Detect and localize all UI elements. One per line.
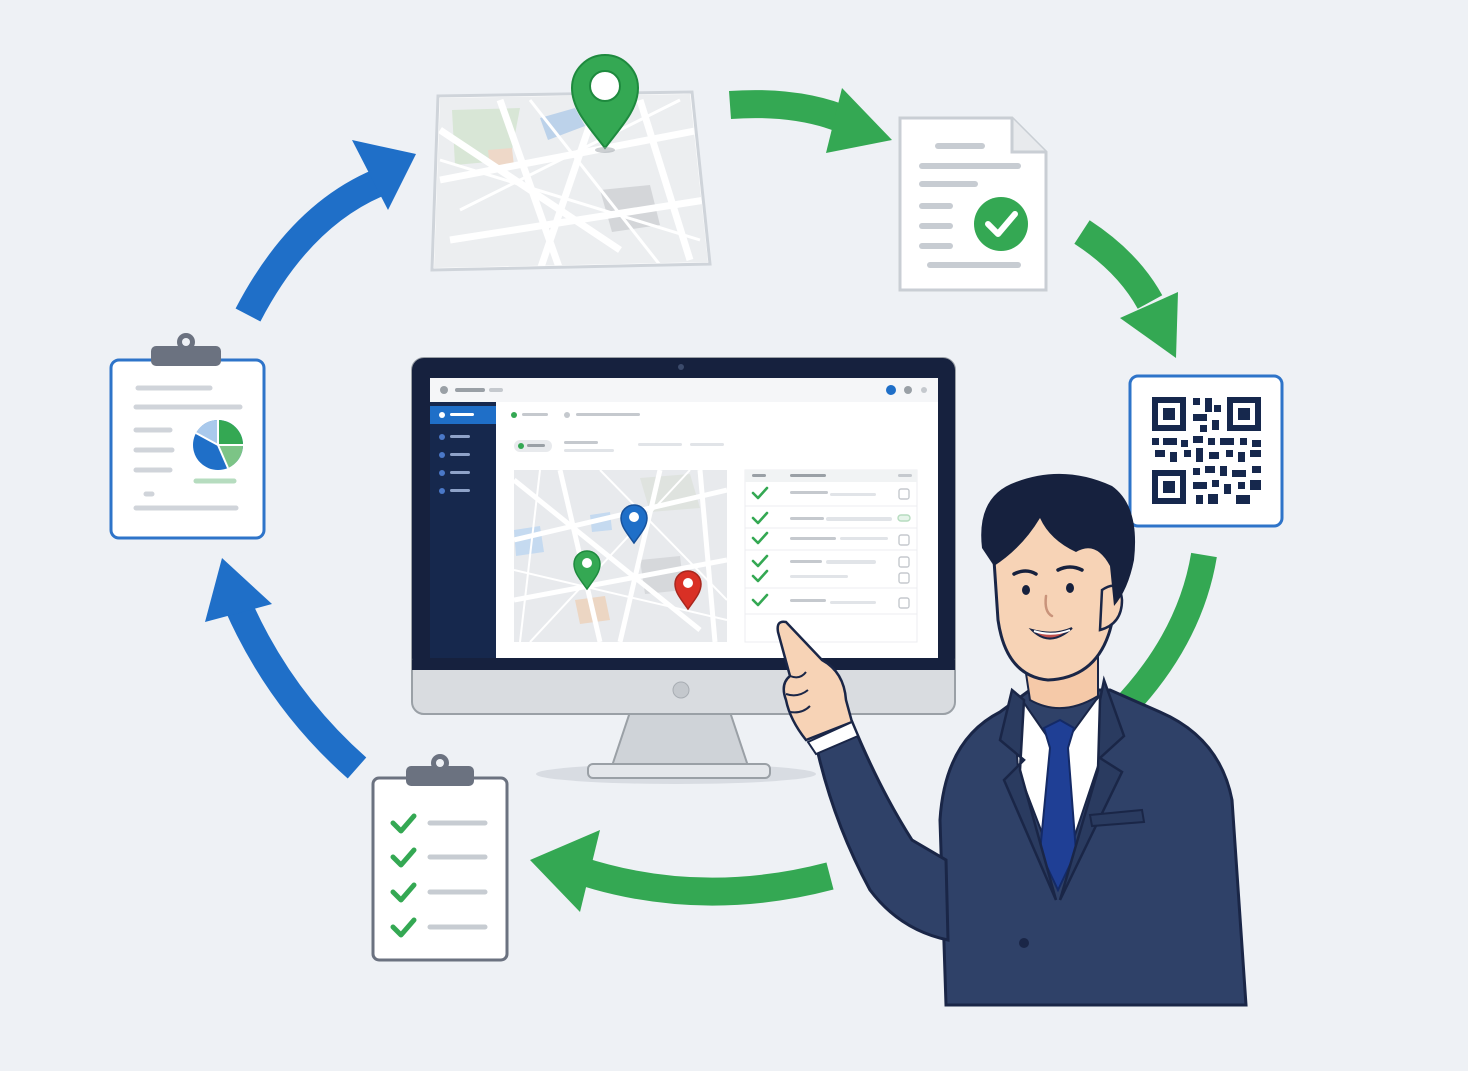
report-pie-chart: [109, 333, 266, 540]
arrow-document-to-qr: [1074, 220, 1178, 358]
map-with-pins: [514, 470, 727, 642]
red-map-pin-icon: [674, 570, 702, 611]
map-location: [430, 54, 712, 272]
checklist-clipboard-icon: [390, 813, 417, 938]
report-clipboard-icon: [193, 419, 244, 470]
blue-map-pin-icon: [620, 504, 648, 545]
qr-code: [1128, 374, 1284, 528]
arrow-map-to-document: [729, 88, 892, 153]
monitor-screen: [430, 378, 938, 658]
qr-code-icon: [1152, 397, 1261, 504]
arrow-person-to-checklist: [530, 830, 834, 912]
arrow-qr-to-checklist: [1110, 552, 1217, 722]
arrow-report-to-map: [235, 140, 416, 322]
sidebar-navigation: [430, 402, 496, 658]
checklist: [371, 754, 509, 962]
arrow-checklist-to-report: [205, 558, 367, 779]
presenter: [776, 473, 1248, 1007]
map-pin-icon: [570, 54, 640, 153]
document-check-icon: [974, 197, 1028, 251]
desktop-monitor: [411, 357, 956, 784]
green-map-pin-icon: [573, 550, 601, 591]
task-checklist-table: [744, 469, 918, 643]
verified-document: [898, 116, 1048, 292]
